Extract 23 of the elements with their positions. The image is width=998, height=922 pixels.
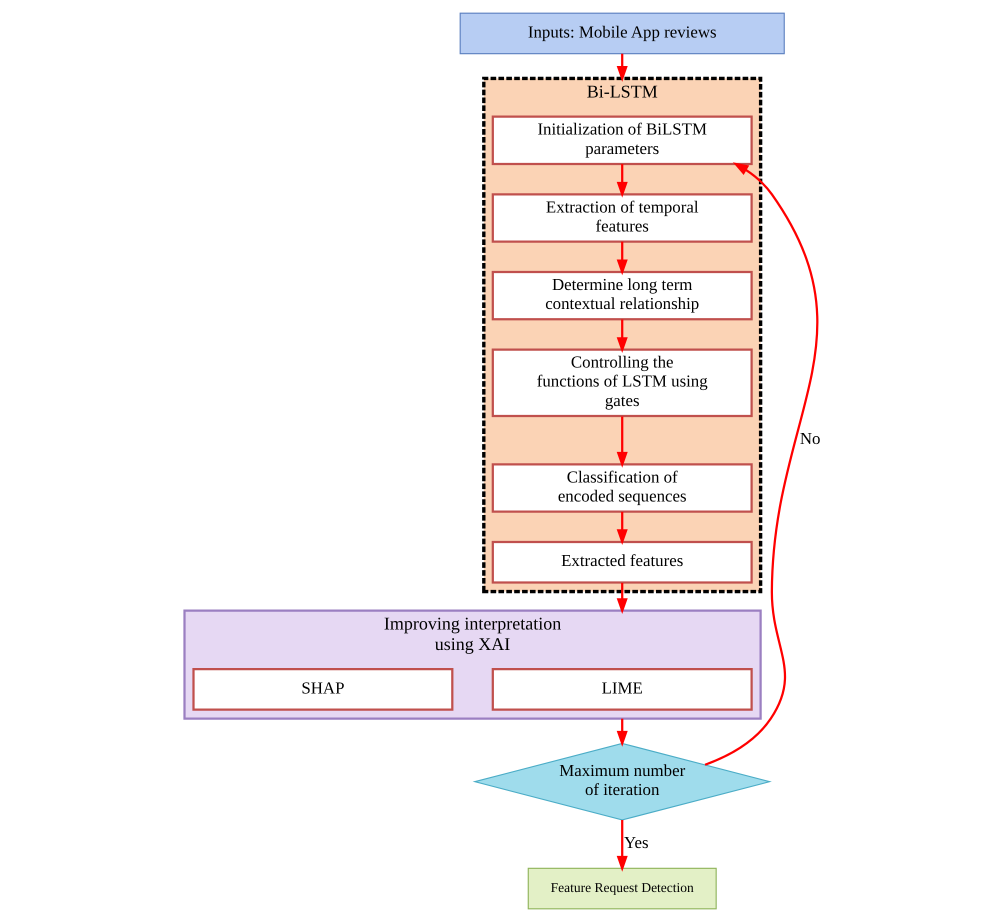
edge-label: No — [800, 429, 820, 448]
node-box: Initialization of BiLSTM parameters — [492, 116, 753, 166]
arrow — [616, 319, 628, 353]
node-diamond: Maximum number of iteration — [472, 742, 772, 821]
arrow — [616, 54, 628, 82]
arrow — [616, 416, 628, 468]
arrow — [704, 162, 818, 766]
arrow — [616, 820, 628, 872]
node-box: Extracted features — [492, 540, 753, 584]
edge-label: Yes — [624, 833, 649, 852]
arrow — [616, 718, 628, 747]
node-box: Classification of encoded sequences — [492, 463, 753, 513]
arrow — [616, 164, 628, 198]
arrow — [616, 242, 628, 276]
node-box: LIME — [492, 668, 753, 711]
arrow — [616, 512, 628, 546]
node-box: Inputs: Mobile App reviews — [460, 12, 785, 54]
node-box: Controlling the functions of LSTM using gates — [492, 348, 753, 418]
node-box: Extraction of temporal features — [492, 193, 753, 243]
arrow — [616, 582, 628, 614]
node-box: Feature Request Detection — [528, 868, 717, 910]
node-box: Determine long term contextual relationship — [492, 270, 753, 320]
node-box: SHAP — [192, 668, 454, 711]
